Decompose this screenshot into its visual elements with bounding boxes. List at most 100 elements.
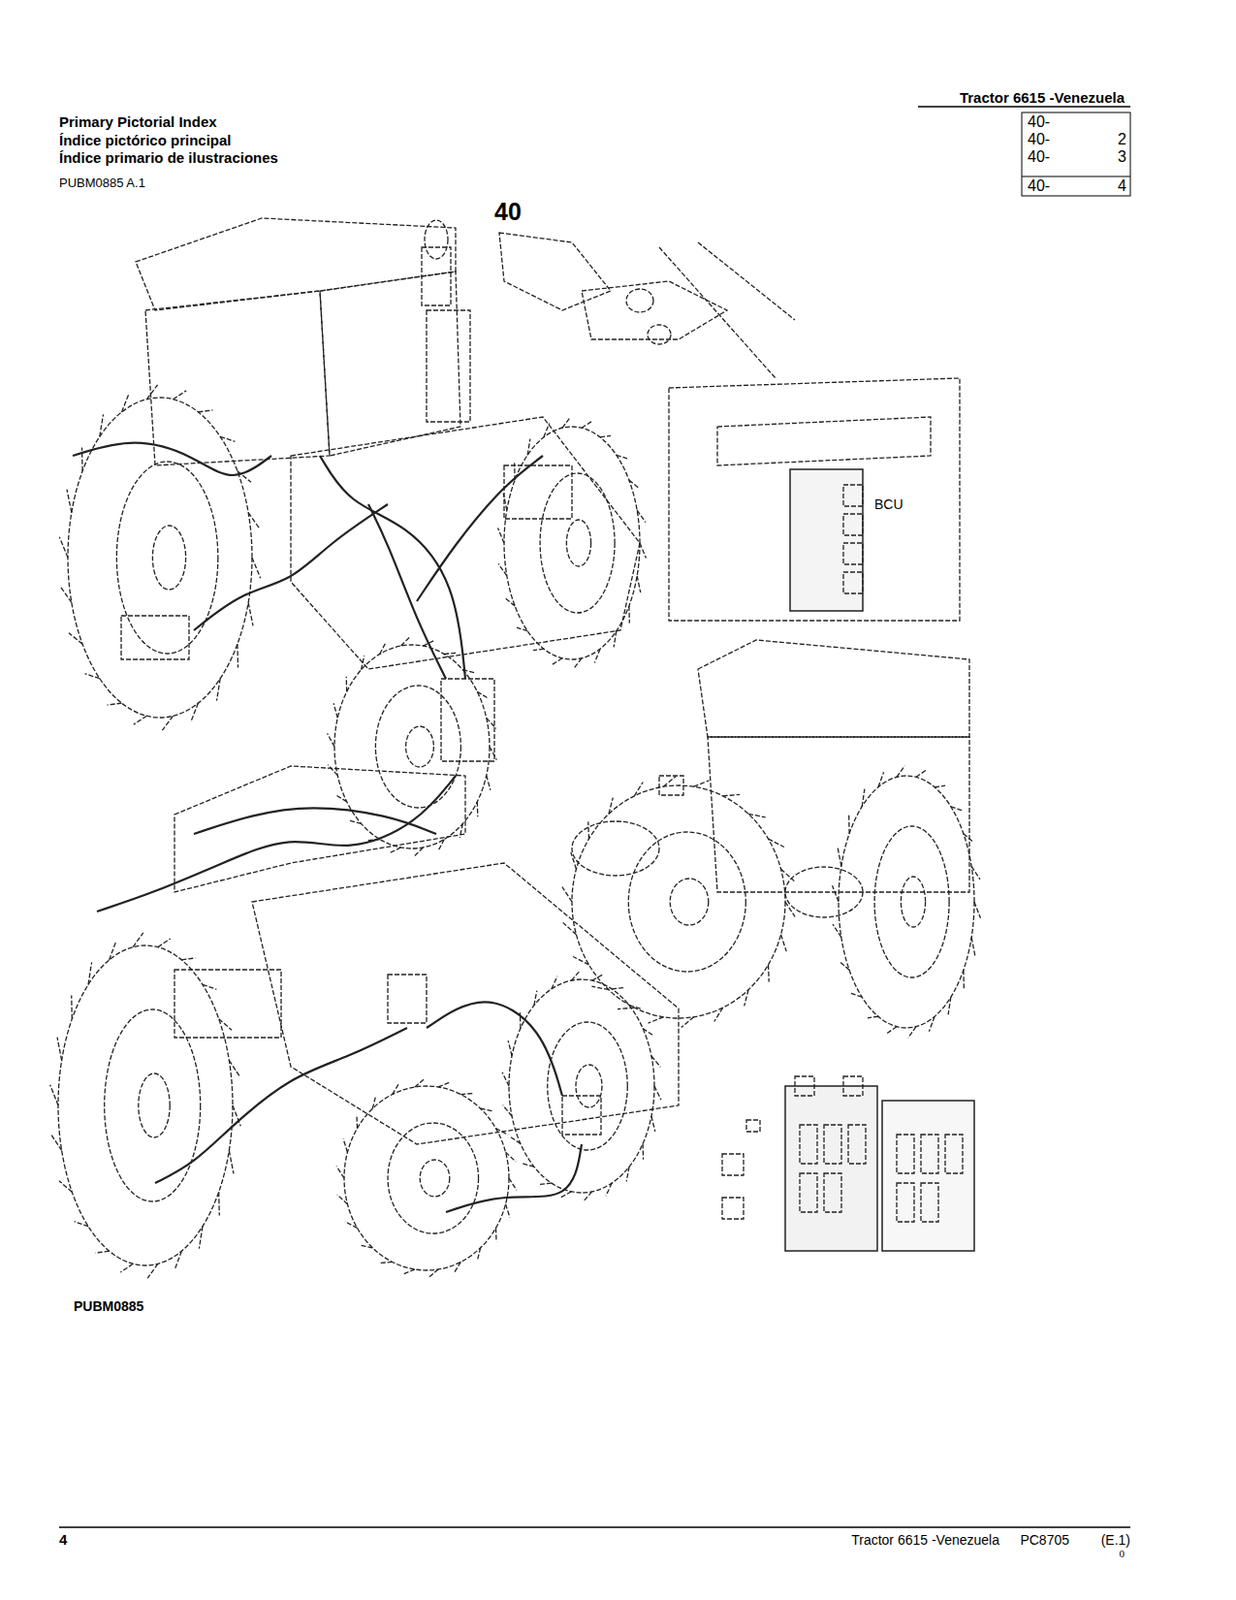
tread	[591, 985, 609, 990]
cab-panel	[668, 378, 960, 621]
relay-slot	[896, 1134, 915, 1173]
tread	[107, 702, 123, 705]
tire	[334, 644, 490, 849]
tread	[219, 1018, 232, 1031]
tread	[506, 1204, 510, 1218]
table-cell: 2	[1117, 130, 1127, 149]
tread	[562, 416, 571, 428]
tread	[616, 454, 628, 459]
tread	[974, 901, 981, 919]
rim	[116, 461, 219, 654]
tread	[573, 658, 582, 669]
tread	[628, 605, 631, 624]
tread	[81, 446, 84, 471]
rim	[874, 825, 950, 978]
tread	[161, 715, 173, 730]
harness-wire	[72, 443, 272, 476]
tread	[626, 1166, 630, 1181]
tractor-top	[59, 218, 646, 856]
bracket-plate	[499, 232, 611, 311]
fuse-slot	[848, 1124, 866, 1164]
tread	[832, 885, 839, 902]
tread	[861, 789, 865, 807]
tread	[438, 839, 445, 853]
table-cell: 40-	[1027, 113, 1050, 131]
beacon	[424, 220, 448, 259]
mirror-arm	[426, 310, 471, 422]
tread	[785, 901, 795, 918]
tread	[636, 509, 646, 522]
tread	[480, 1108, 495, 1111]
header-rule	[918, 105, 1131, 108]
tread	[962, 969, 965, 988]
tread	[534, 990, 538, 1006]
tread	[359, 1244, 374, 1248]
tread	[158, 938, 171, 948]
beacon-post	[421, 247, 451, 306]
tread	[248, 512, 260, 530]
frame-line	[659, 247, 776, 379]
tread	[120, 1263, 133, 1272]
tread	[346, 676, 349, 693]
table-cell: 4	[1117, 177, 1127, 195]
group-number: 40	[494, 197, 522, 226]
tread	[543, 423, 550, 438]
tread	[613, 631, 617, 648]
hub	[406, 726, 435, 767]
tread	[587, 821, 590, 839]
tread	[581, 421, 592, 428]
cab-roof	[135, 218, 456, 311]
tread	[878, 771, 885, 788]
tread	[202, 983, 217, 989]
tread	[389, 847, 401, 854]
bcu-connector	[843, 542, 863, 565]
bcu-connector	[843, 513, 863, 536]
table-cell: 3	[1117, 148, 1127, 166]
tread	[174, 1250, 182, 1270]
fuse-slot	[824, 1124, 842, 1164]
bcu-connector	[843, 484, 863, 507]
tread	[572, 956, 589, 965]
tractor-bottom	[50, 765, 679, 1278]
tread	[147, 1263, 159, 1278]
relay-panel	[882, 1100, 975, 1251]
dash-cluster	[174, 969, 282, 1038]
fuse-slot	[799, 1124, 818, 1164]
tread	[781, 868, 795, 881]
tread	[851, 992, 862, 997]
tire	[571, 785, 786, 1018]
tread	[723, 793, 740, 795]
tread	[928, 1015, 935, 1032]
rim	[104, 1009, 201, 1202]
tread	[476, 1247, 480, 1261]
bcu-connector	[843, 571, 863, 594]
switch-panel	[121, 615, 190, 660]
tread	[570, 970, 580, 981]
tire	[838, 775, 975, 1028]
fuse-box	[722, 1076, 975, 1251]
cab-floor	[174, 765, 466, 892]
connector	[647, 324, 671, 345]
tread	[413, 847, 423, 856]
tread	[498, 563, 508, 575]
tread	[839, 960, 850, 970]
hub	[138, 1073, 170, 1138]
tread	[648, 1016, 665, 1023]
tread	[59, 537, 68, 558]
tread	[146, 384, 158, 400]
tread	[594, 648, 601, 663]
tread	[403, 1268, 415, 1274]
tread	[498, 527, 505, 543]
tread	[714, 1007, 724, 1021]
tread	[228, 1060, 240, 1078]
tread	[495, 1227, 498, 1241]
tread	[198, 1226, 203, 1249]
tread	[971, 865, 981, 879]
tread	[592, 974, 603, 981]
tread	[781, 934, 788, 951]
tread	[642, 1028, 654, 1037]
bcu-panel	[668, 378, 960, 621]
frame-line	[697, 242, 795, 320]
tread	[867, 1015, 879, 1018]
tread	[173, 390, 188, 400]
